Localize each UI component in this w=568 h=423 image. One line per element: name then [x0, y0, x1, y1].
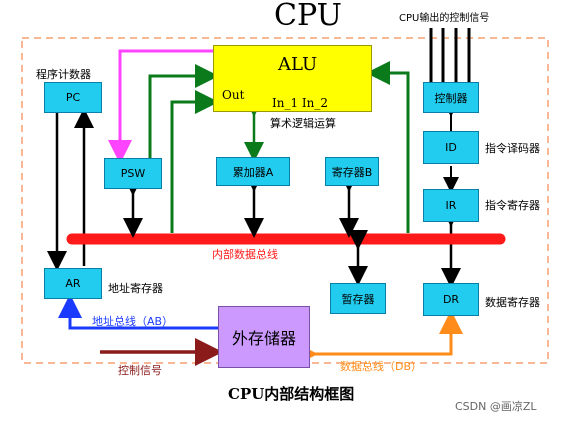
- alu-name: ALU: [278, 54, 318, 75]
- pc-register: PC: [44, 82, 102, 113]
- address-bus-arrow: [58, 294, 218, 330]
- accumulator-a: 累加器A: [216, 157, 290, 186]
- ir-register: IR: [423, 189, 479, 222]
- psw-register: PSW: [104, 158, 162, 189]
- ir-caption: 指令寄存器: [485, 199, 540, 212]
- external-memory: 外存储器: [218, 306, 310, 368]
- dr-register: DR: [423, 283, 479, 316]
- controller: 控制器: [423, 82, 479, 113]
- control-signal-label: 控制信号: [118, 364, 162, 377]
- id-decoder: ID: [423, 131, 479, 164]
- alu-out-label: Out: [222, 88, 245, 102]
- ar-caption: 地址寄存器: [108, 282, 163, 295]
- data-bus-label: 数据总线（DB）: [340, 360, 423, 373]
- dr-caption: 数据寄存器: [485, 296, 540, 309]
- psw-alu-arrow: [148, 64, 219, 158]
- bus-alu-in-left: [170, 90, 219, 233]
- diagram-caption: CPU内部结构框图: [228, 385, 355, 403]
- data-bus-arrow: [294, 310, 463, 366]
- internal-bus-label: 内部数据总线: [212, 248, 278, 261]
- watermark: CSDN @画凉ZL: [455, 400, 537, 413]
- address-bus-label: 地址总线（AB）: [92, 315, 174, 328]
- alu-block: ALU Out In_1 In_2: [213, 45, 372, 112]
- register-b: 寄存器B: [325, 157, 379, 186]
- pc-caption: 程序计数器: [36, 68, 91, 81]
- diagram-title: CPU: [274, 0, 342, 33]
- bus-alu-in-right: [366, 61, 410, 233]
- id-caption: 指令译码器: [485, 142, 540, 155]
- alu-input-labels: In_1 In_2: [272, 96, 329, 110]
- cpu-boundary: [21, 37, 549, 364]
- alu-caption: 算术逻辑运算: [270, 117, 336, 130]
- alu-psw-arrow: [108, 49, 213, 164]
- temp-register: 暂存器: [330, 283, 386, 314]
- ar-register: AR: [44, 268, 102, 299]
- control-output-caption: CPU输出的控制信号: [399, 13, 490, 24]
- control-signal-lines: [429, 28, 471, 82]
